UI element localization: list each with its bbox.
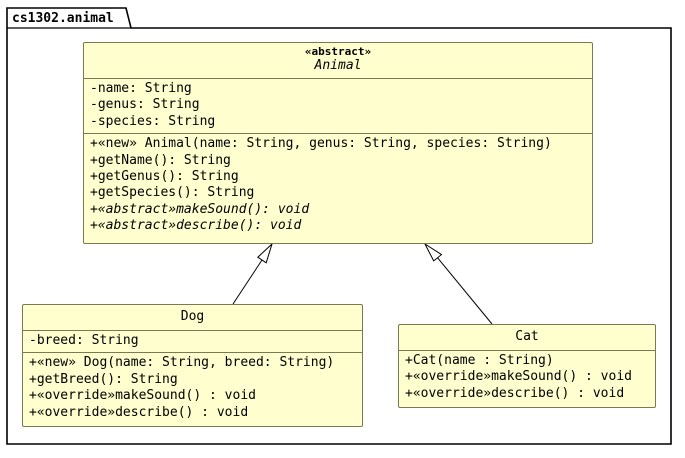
method-row: +«override»describe() : void — [405, 385, 625, 401]
generalization-cat-to-animal — [423, 242, 493, 325]
attribute-row: -name: String — [90, 81, 192, 96]
class-dog-name: Dog — [180, 309, 205, 324]
class-animal-methods: +«new» Animal(name: String, genus: Strin… — [84, 133, 592, 237]
method-row: +«new» Animal(name: String, genus: Strin… — [90, 136, 552, 152]
abstract-method-row: +«abstract»describe(): void — [90, 218, 302, 234]
package-frame: cs1302.animal — [6, 7, 672, 445]
method-row: +getName(): String — [90, 152, 231, 168]
method-row: +«override»describe() : void — [29, 404, 249, 420]
class-cat[interactable]: Cat +Cat(name : String) +«override»makeS… — [398, 324, 656, 408]
attribute-row: -genus: String — [90, 97, 200, 113]
class-dog[interactable]: Dog -breed: String +«new» Dog(name: Stri… — [22, 304, 363, 427]
attribute-row: -breed: String — [29, 333, 139, 348]
method-row: +«override»makeSound() : void — [405, 369, 632, 385]
method-row: +getBreed(): String — [29, 371, 178, 387]
class-animal-stereotype: «abstract» — [304, 45, 372, 58]
class-animal-name: Animal — [314, 58, 362, 73]
generalization-dog-to-animal — [232, 242, 274, 305]
class-dog-header: Dog — [23, 305, 362, 330]
package-name: cs1302.animal — [12, 11, 114, 26]
method-row: +Cat(name : String) — [405, 353, 554, 368]
class-cat-methods: +Cat(name : String) +«override»makeSound… — [399, 350, 655, 405]
attribute-row: -species: String — [90, 113, 216, 129]
class-animal-header: «abstract» Animal — [84, 43, 592, 78]
method-row: +«override»makeSound() : void — [29, 388, 256, 404]
method-row: +getSpecies(): String — [90, 185, 255, 201]
method-row: +«new» Dog(name: String, breed: String) — [29, 355, 335, 371]
class-dog-methods: +«new» Dog(name: String, breed: String) … — [23, 352, 362, 424]
abstract-method-row: +«abstract»makeSound(): void — [90, 201, 310, 217]
class-dog-attributes: -breed: String — [23, 330, 362, 352]
class-animal-attributes: -name: String -genus: String -species: S… — [84, 78, 592, 133]
method-row: +getGenus(): String — [90, 169, 239, 185]
class-cat-header: Cat — [399, 325, 655, 350]
class-cat-name: Cat — [515, 329, 539, 344]
class-animal[interactable]: «abstract» Animal -name: String -genus: … — [83, 42, 593, 244]
